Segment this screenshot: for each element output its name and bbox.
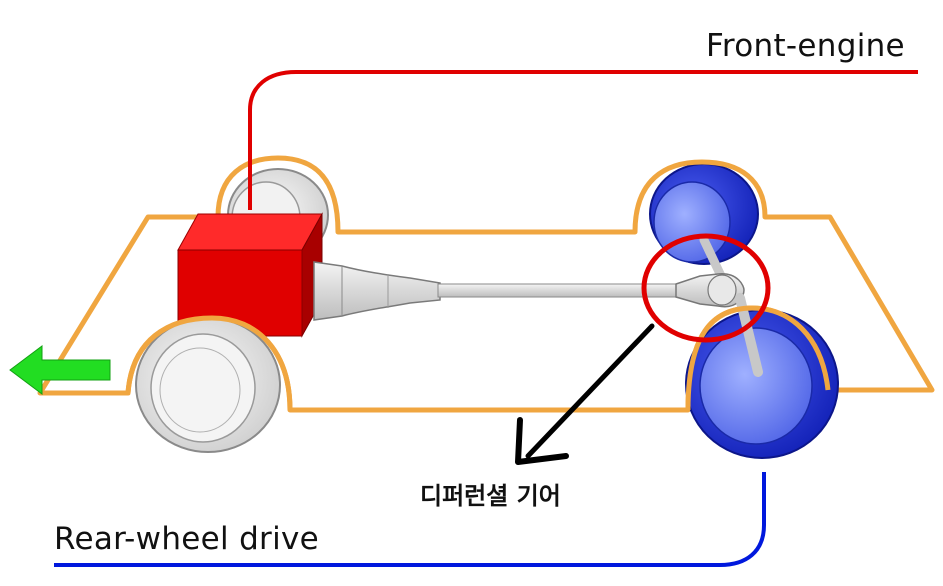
rear-wheel-drive-label: Rear-wheel drive [54, 521, 320, 557]
differential-gear-label: 디퍼런셜 기어 [420, 482, 561, 510]
front-engine-label: Front-engine [706, 28, 905, 64]
rear-wheel-drive-leader-line [54, 472, 766, 567]
rear-right-wheel [685, 293, 839, 459]
transmission [313, 261, 441, 321]
differential [675, 273, 745, 308]
differential-highlight-circle [641, 233, 771, 343]
chassis-wheel-arch-rear [685, 305, 831, 411]
rear-axle-upper [699, 235, 727, 283]
pointer-arrow-icon [515, 323, 655, 465]
forward-arrow-icon [9, 345, 111, 395]
chassis-wheel-arch-front [125, 315, 293, 411]
front-right-wheel [135, 317, 281, 453]
front-engine-leader-line [248, 70, 918, 210]
